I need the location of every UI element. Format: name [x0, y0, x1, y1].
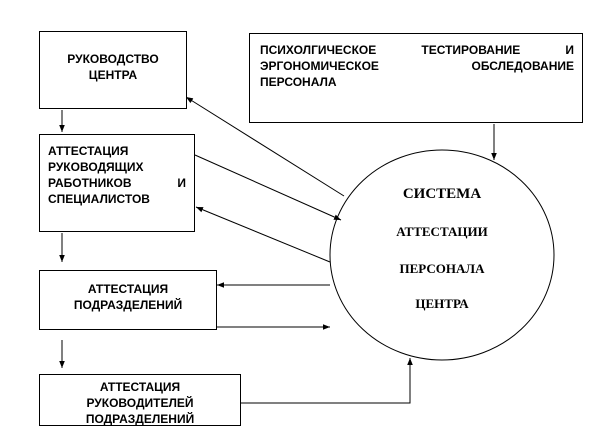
units-line-2: ПОДРАЗДЕЛЕНИЙ	[73, 298, 183, 312]
managers-line-1: АТТЕСТАЦИЯ	[48, 144, 129, 158]
arrow-managers-to-system	[194, 154, 342, 221]
attestation-unit-heads-box: АТТЕСТАЦИЯ РУКОВОДИТЕЛЕЙ ПОДРАЗДЕЛЕНИЙ	[39, 374, 241, 426]
testing-line-2: ЭРГОНОМИЧЕСКОЕ ОБСЛЕДОВАНИЕ	[260, 59, 574, 73]
system-line-2: ПЕРСОНАЛА	[399, 261, 485, 276]
system-title: СИСТЕМА	[402, 186, 482, 202]
system-line-3: ЦЕНТРА	[415, 296, 469, 311]
managers-line-2: РУКОВОДЯЩИХ	[48, 160, 144, 174]
arrow-system-to-management	[185, 96, 345, 197]
attestation-managers-box: АТТЕСТАЦИЯ РУКОВОДЯЩИХ РАБОТНИКОВ И СПЕЦ…	[39, 134, 195, 232]
heads-line-2: РУКОВОДИТЕЛЕЙ	[86, 396, 194, 410]
management-box: РУКОВОДСТВО ЦЕНТРА	[39, 31, 187, 109]
units-line-1: АТТЕСТАЦИЯ	[87, 282, 169, 296]
managers-line-3: РАБОТНИКОВ И	[48, 176, 186, 190]
management-line-1: РУКОВОДСТВО	[67, 52, 159, 66]
testing-line-1: ПСИХОЛГИЧЕСКОЕ ТЕСТИРОВАНИЕ И	[260, 43, 574, 57]
testing-line-3: ПЕРСОНАЛА	[260, 75, 337, 89]
management-line-2: ЦЕНТРА	[88, 68, 138, 82]
system-ellipse	[329, 149, 555, 361]
testing-box: ПСИХОЛГИЧЕСКОЕ ТЕСТИРОВАНИЕ И ЭРГОНОМИЧЕ…	[249, 33, 583, 123]
attestation-units-box: АТТЕСТАЦИЯ ПОДРАЗДЕЛЕНИЙ	[39, 270, 217, 330]
heads-line-3: ПОДРАЗДЕЛЕНИЙ	[85, 412, 195, 426]
managers-line-4: СПЕЦИАЛИСТОВ	[48, 192, 150, 206]
heads-line-1: АТТЕСТАЦИЯ	[99, 380, 181, 394]
arrow-system-to-managers	[195, 206, 331, 263]
system-line-1: АТТЕСТАЦИИ	[396, 224, 488, 239]
arrow-heads-to-system	[241, 358, 413, 404]
